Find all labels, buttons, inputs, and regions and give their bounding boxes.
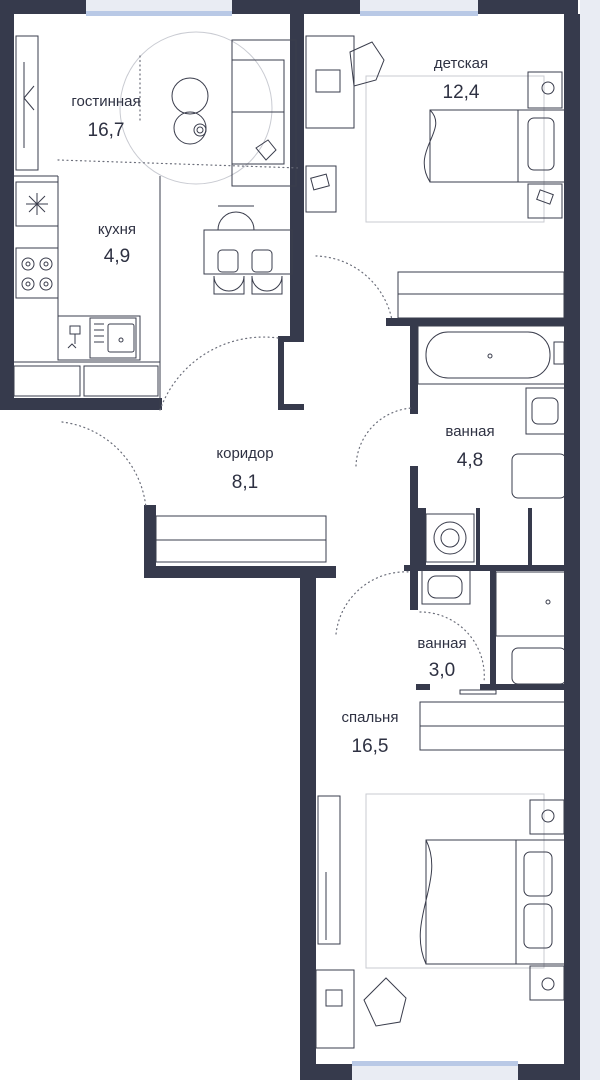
window-bedroom	[352, 1061, 518, 1066]
bath2-area: 3,0	[429, 660, 455, 681]
living-room-area: 16,7	[88, 120, 125, 141]
bedroom-furniture	[315, 701, 567, 1049]
kitchen-furniture	[13, 175, 293, 410]
living-bottom-wall	[0, 398, 160, 410]
bedroom-area: 16,5	[352, 736, 389, 757]
room-labels: гостинная 16,7 детская 12,4 кухня 4,9 ва…	[71, 55, 494, 757]
window-living	[86, 11, 232, 16]
window-kids	[360, 11, 478, 16]
bedroom-name: спальня	[342, 709, 399, 726]
bath2-name: ванная	[417, 635, 466, 652]
bath1-area: 4,8	[457, 450, 483, 471]
corridor-bottom-wall	[144, 566, 336, 578]
bath1-fixtures	[417, 325, 567, 563]
bath1-name: ванная	[445, 423, 494, 440]
living-furniture	[15, 31, 301, 187]
kids-room-area: 12,4	[443, 82, 480, 103]
left-wall	[0, 0, 14, 410]
living-kids-wall	[290, 14, 304, 336]
kitchen-name: кухня	[98, 221, 136, 238]
kids-bottom-wall	[386, 318, 576, 326]
corridor-name: коридор	[216, 445, 273, 462]
corridor-furniture	[155, 515, 327, 563]
bedroom-left-wall	[300, 566, 316, 1080]
corridor-area: 8,1	[232, 472, 258, 493]
corridor-left-wall	[144, 505, 156, 578]
kids-furniture	[305, 35, 567, 319]
bath2-fixtures	[421, 569, 567, 695]
kids-room-name: детская	[434, 55, 488, 72]
windows	[86, 11, 518, 1066]
living-room-name: гостинная	[71, 93, 140, 110]
bath1-left-wall	[410, 326, 418, 414]
right-wall	[564, 14, 580, 1080]
kitchen-area: 4,9	[104, 246, 130, 267]
door-swings	[61, 255, 485, 683]
